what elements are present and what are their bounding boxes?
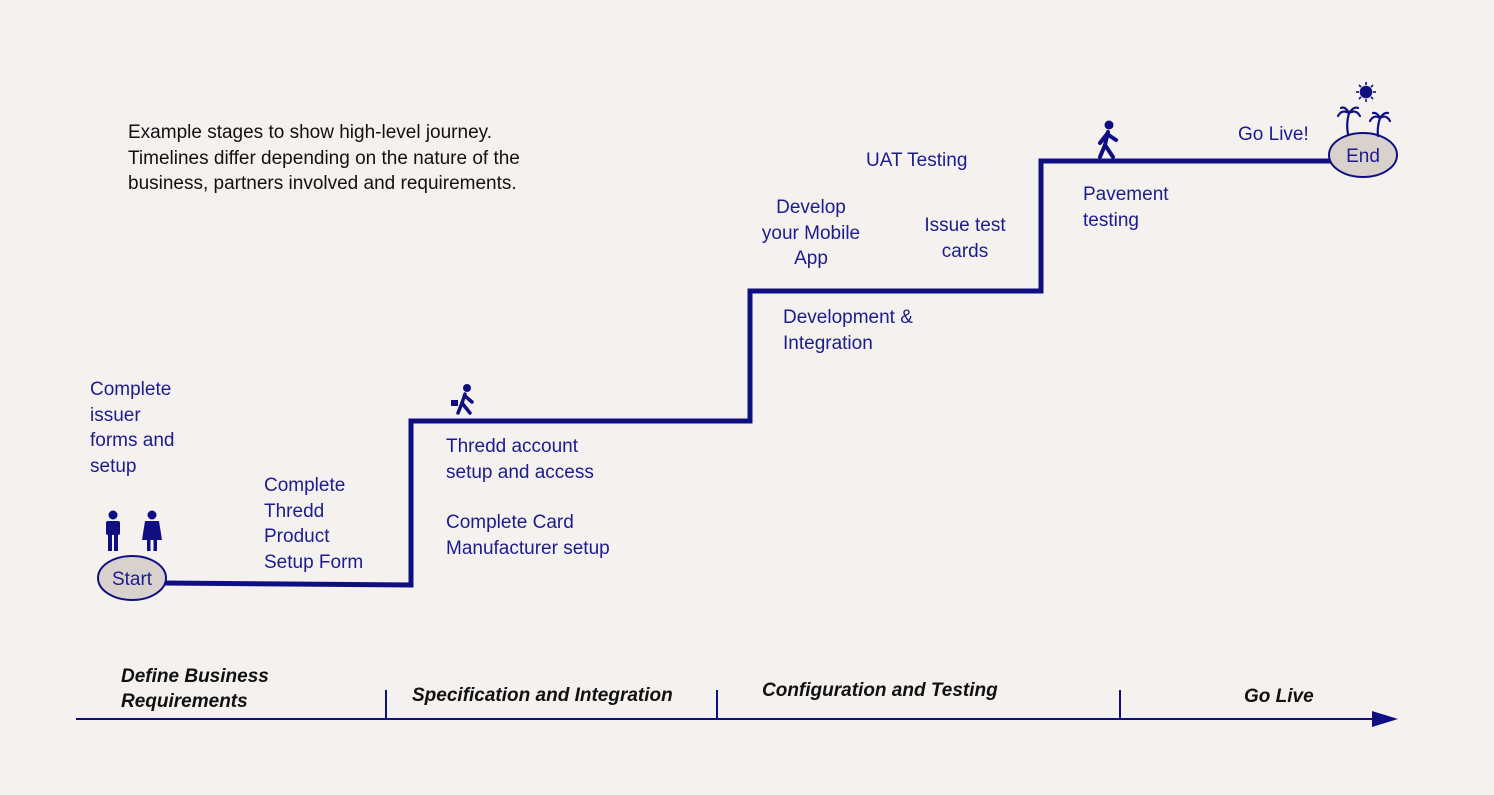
journey-note: Example stages to show high-level journe… [128,122,520,194]
walking-person-icon [1098,120,1118,159]
step-card-manufacturer-setup: Complete Card Manufacturer setup [446,512,610,559]
phase-configuration-testing: Configuration and Testing [762,680,998,701]
step-complete-issuer-forms: Complete issuer forms and setup [90,379,175,477]
journey-staircase-line [162,158,1340,588]
start-node-label: Start [112,569,153,590]
end-node: End [1328,132,1398,178]
palm-tree-icon [1336,106,1392,138]
people-icon [106,510,162,551]
step-thredd-account-setup: Thredd account setup and access [446,436,594,483]
step-complete-thredd-form: Complete Thredd Product Setup Form [264,475,364,573]
step-uat-testing: UAT Testing [866,150,968,171]
step-development-integration: Development & Integration [783,307,913,354]
step-pavement-testing: Pavement testing [1083,184,1169,231]
end-node-label: End [1346,146,1380,167]
start-node: Start [97,555,167,601]
walking-person-icon [451,384,474,415]
step-go-live: Go Live! [1238,124,1309,145]
step-develop-mobile-app: Develop your Mobile App [761,197,861,269]
step-issue-test-cards: Issue test cards [924,215,1006,262]
phase-specification-integration: Specification and Integration [412,685,673,706]
timeline-axis [76,690,1398,727]
phase-go-live: Go Live [1244,686,1314,707]
phase-define-business-requirements: Define Business Requirements [121,666,269,712]
sun-icon [1356,82,1376,102]
